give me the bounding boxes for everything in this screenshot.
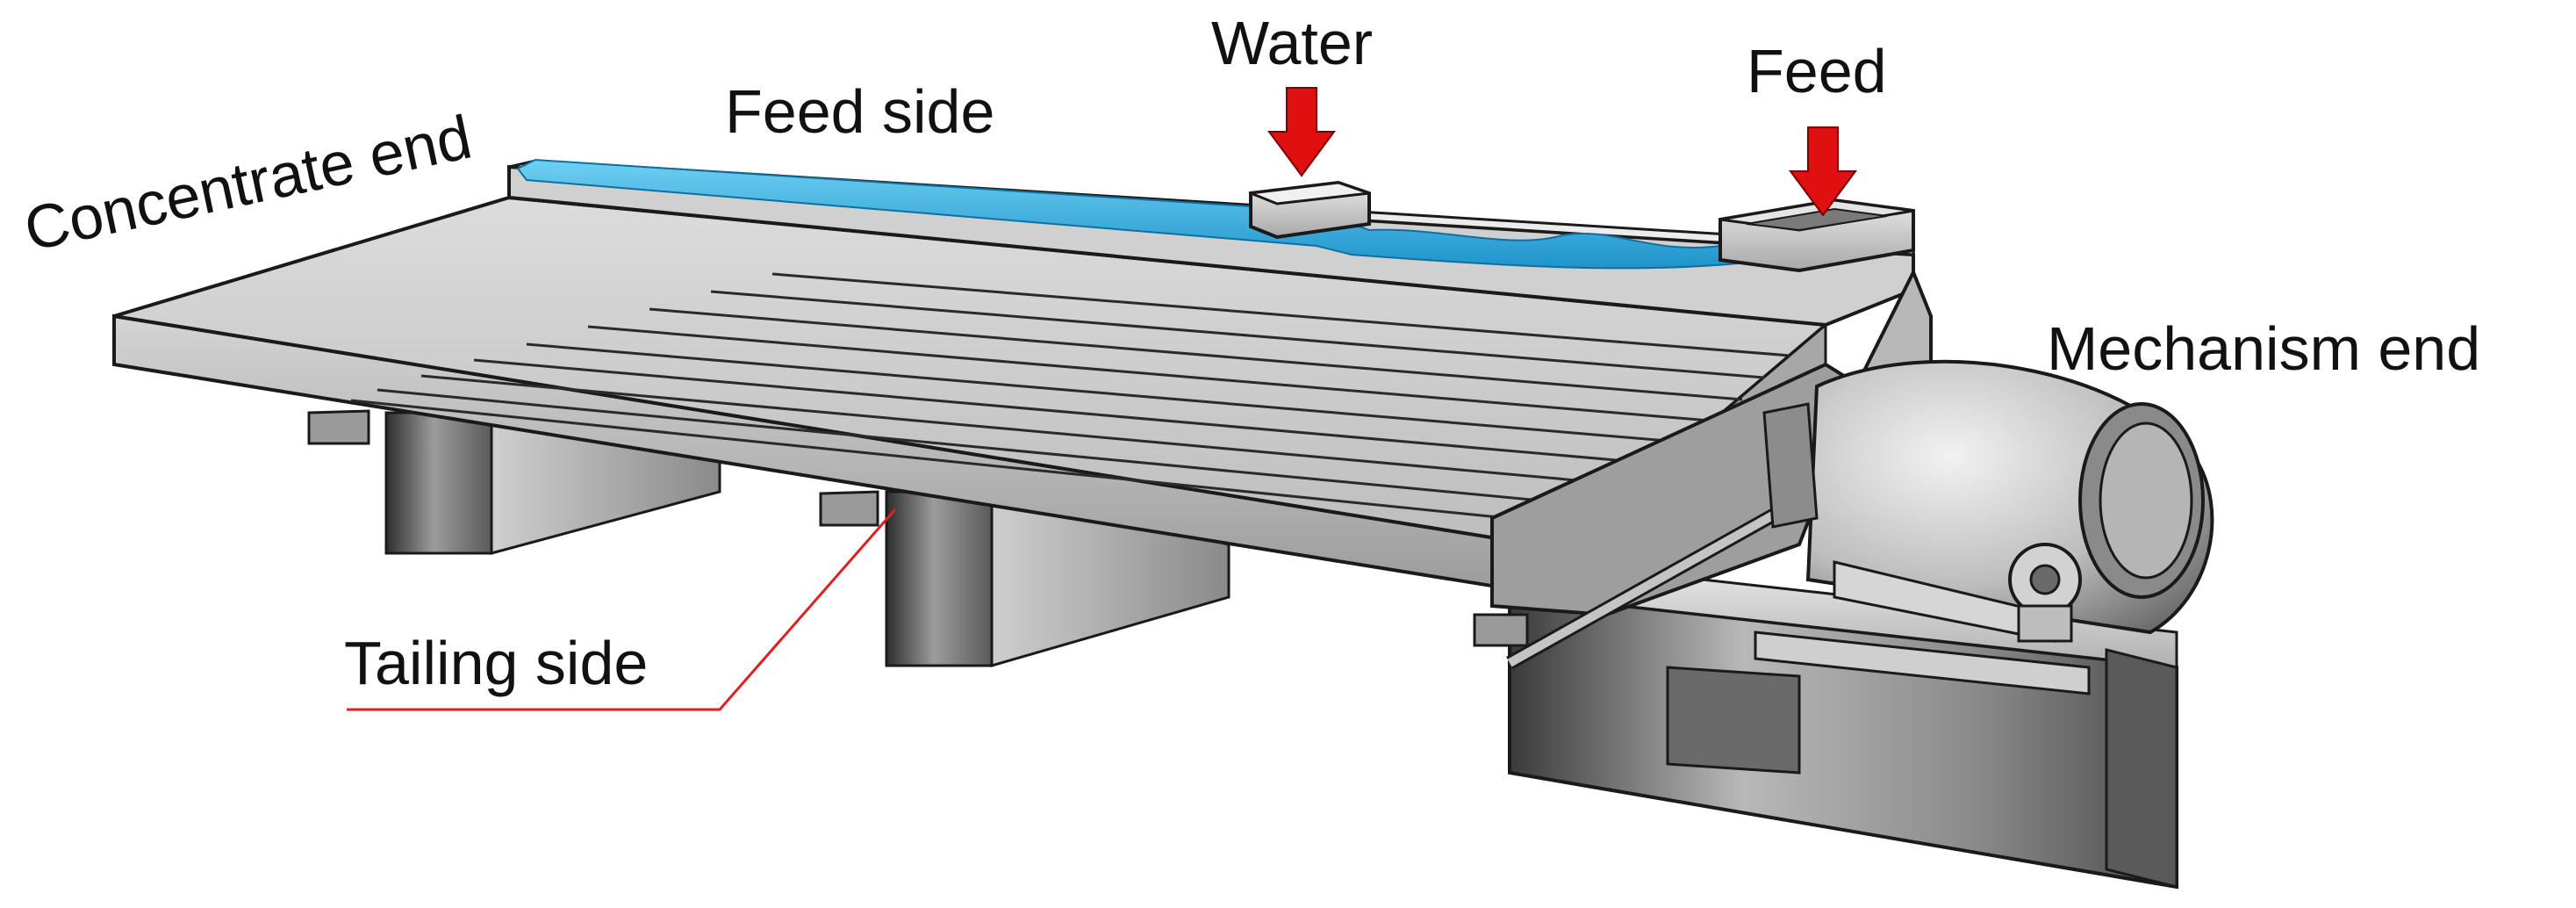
feed-arrow-icon xyxy=(1789,126,1857,217)
label-water: Water xyxy=(1211,9,1374,77)
water-arrow-icon xyxy=(1267,87,1336,177)
mechanism-assembly xyxy=(1473,268,2214,890)
tailing-side-leader-line xyxy=(347,508,897,711)
label-feed-side: Feed side xyxy=(725,77,995,146)
deck-riffles xyxy=(350,272,1791,530)
water-stream xyxy=(516,158,1740,270)
feed-box xyxy=(1719,198,1915,273)
water-box xyxy=(1249,180,1371,240)
label-mechanism-end: Mechanism end xyxy=(2047,314,2481,383)
label-feed: Feed xyxy=(1747,37,1887,105)
label-tailing-side: Tailing side xyxy=(344,629,649,697)
